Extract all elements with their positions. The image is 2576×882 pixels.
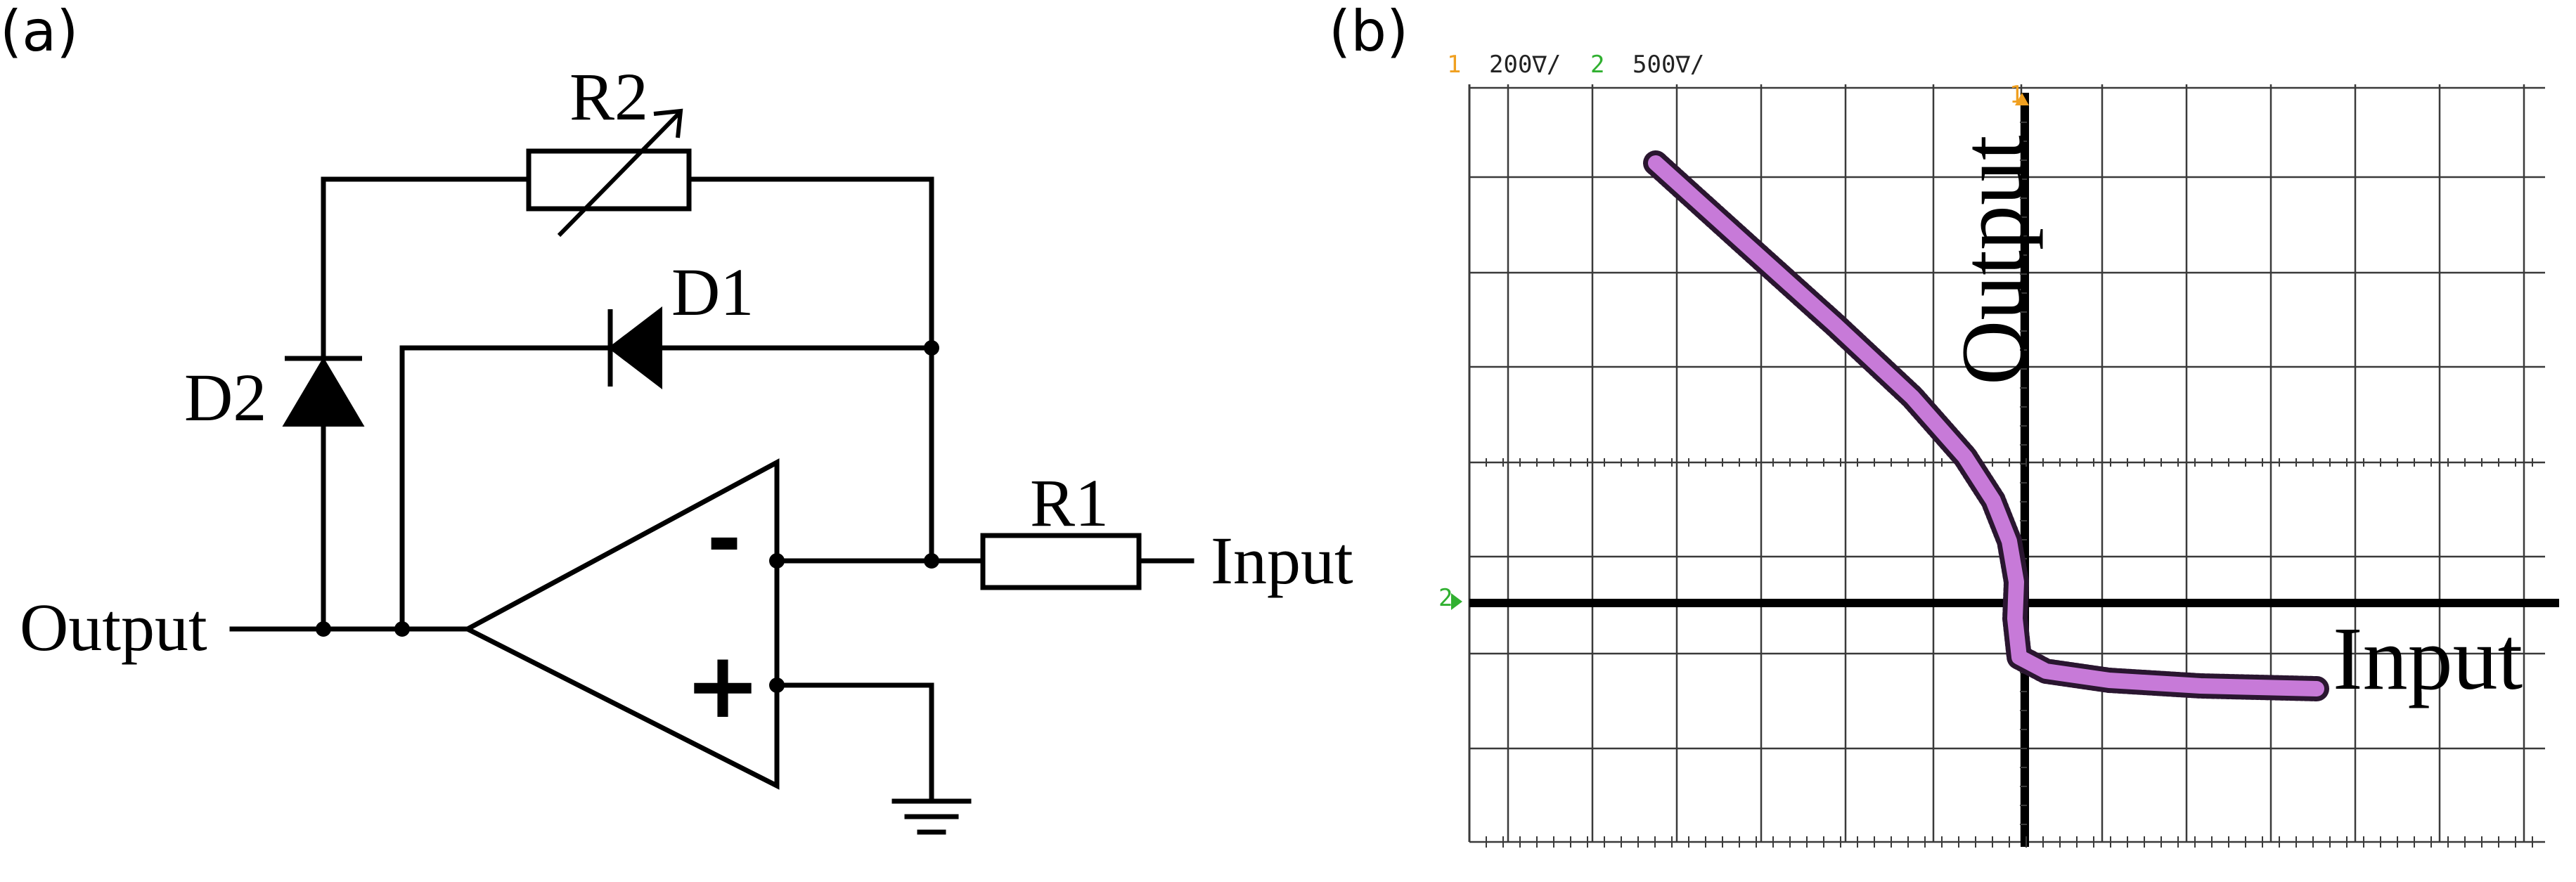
ch2-marker: 2 bbox=[1438, 584, 1453, 612]
y-axis-label: Output bbox=[1943, 135, 2043, 385]
panel-b-label: (b) bbox=[1329, 0, 1408, 64]
ch1-scale: 200∇/ bbox=[1489, 51, 1561, 79]
r1-resistor bbox=[980, 533, 1142, 590]
scope-ticks bbox=[1486, 103, 2533, 848]
y-axis-label-group: Output bbox=[1943, 135, 2043, 385]
circuit-panel: (a) - + bbox=[0, 0, 1353, 835]
transfer-curve bbox=[1648, 155, 2324, 696]
r2-variable-arrow bbox=[557, 108, 683, 238]
d2-label: D2 bbox=[184, 360, 266, 435]
ch2-number: 2 bbox=[1590, 51, 1604, 79]
r1-label: R1 bbox=[1030, 465, 1109, 540]
output-terminal-label: Output bbox=[20, 590, 207, 665]
ch2-scale: 500∇/ bbox=[1632, 51, 1704, 79]
ch2-marker-arrow bbox=[1451, 593, 1462, 610]
panel-a-label: (a) bbox=[0, 0, 78, 64]
r2-resistor bbox=[526, 148, 692, 212]
junction-dots bbox=[316, 340, 939, 693]
scope-panel: (b) 1 200∇/ 2 500∇/ 1 2 Output Input bbox=[1329, 0, 2559, 848]
scope-header: 1 200∇/ 2 500∇/ bbox=[1447, 51, 1704, 79]
circuit-wires bbox=[229, 176, 1194, 835]
d1-diode bbox=[607, 306, 662, 390]
x-axis-label: Input bbox=[2333, 609, 2523, 708]
ch1-marker-arrow bbox=[2015, 93, 2029, 105]
d1-label: D1 bbox=[671, 254, 754, 330]
r2-label: R2 bbox=[569, 59, 648, 134]
opamp-plus-sign: + bbox=[685, 632, 761, 739]
d2-diode bbox=[282, 356, 365, 427]
opamp-minus-sign: - bbox=[707, 491, 742, 588]
input-terminal-label: Input bbox=[1211, 523, 1353, 598]
ch1-number: 1 bbox=[1447, 51, 1461, 79]
opamp-symbol bbox=[462, 458, 780, 790]
